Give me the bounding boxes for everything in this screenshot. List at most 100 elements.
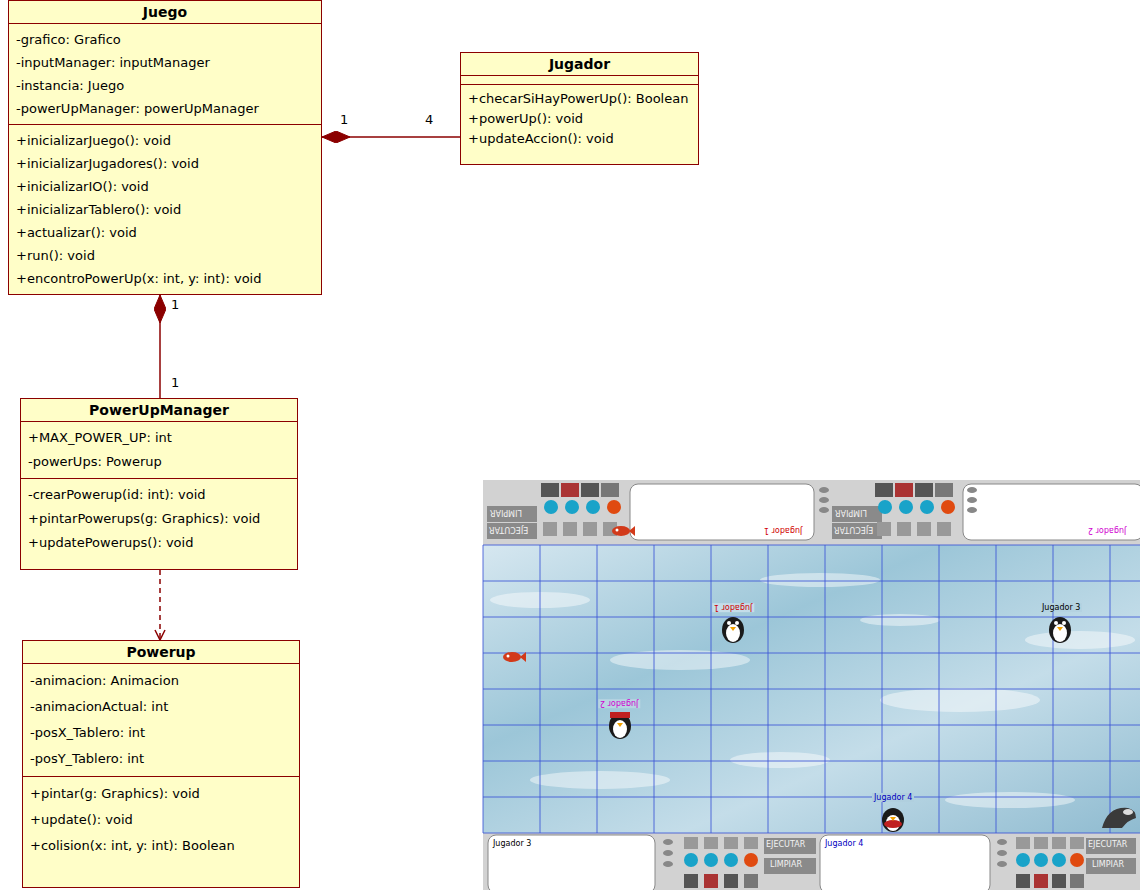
sea-waves <box>490 573 1135 808</box>
member-compartment: +checarSiHayPowerUp(): Boolean+powerUp()… <box>461 85 698 164</box>
player-panel <box>1070 853 1084 867</box>
player-panel <box>878 500 892 514</box>
button-label: LIMPIAR <box>770 860 802 869</box>
player-panel <box>764 838 816 854</box>
member-text: -animacion: Animacion <box>30 668 179 694</box>
player-name: Jugador 3 <box>1040 603 1082 612</box>
player-panel <box>684 853 698 867</box>
penguin-figure <box>1057 627 1063 631</box>
player-name: Jugador 1 <box>712 603 754 612</box>
member-text: -instancia: Juego <box>16 74 124 97</box>
player-panel <box>897 522 911 536</box>
player-panel <box>1070 874 1084 888</box>
member-text: -powerUps: Powerup <box>28 450 162 474</box>
class-name: PowerUpManager <box>89 402 229 418</box>
composition-line <box>322 136 460 138</box>
member-text: +encontroPowerUp(x: int, y: int): void <box>16 267 261 290</box>
player-panel <box>586 500 600 514</box>
player-panel <box>819 507 829 513</box>
player-panel <box>915 483 933 497</box>
member-text: -animacionActual: int <box>30 694 168 720</box>
player-panel <box>487 506 537 522</box>
member-text: +update(): void <box>30 807 133 833</box>
player-panel <box>561 483 579 497</box>
multiplicity-label: 1 <box>340 113 348 128</box>
class-box: Jugador +checarSiHayPowerUp(): Boolean+po… <box>460 52 699 165</box>
member-text: +actualizar(): void <box>16 221 137 244</box>
class-name: Juego <box>143 4 187 20</box>
penguin-figure <box>609 713 631 739</box>
player-panel <box>1086 838 1136 854</box>
member-text: -powerUpManager: powerUpManager <box>16 97 259 120</box>
penguin-figure <box>1049 617 1071 643</box>
class-name-compartment: Jugador <box>461 53 698 76</box>
button-label: EJECUTAR <box>834 525 873 534</box>
player-name: Jugador 3 <box>493 839 531 848</box>
player-panel <box>581 483 599 497</box>
member-compartment: +inicializarJuego(): void+inicializarJug… <box>9 125 321 294</box>
player-panel <box>895 483 913 497</box>
player-name: Jugador 1 <box>764 526 802 535</box>
powerup-fish <box>520 652 526 662</box>
player-panel <box>1016 837 1030 849</box>
penguin-figure <box>735 621 739 625</box>
penguin-figure <box>1053 624 1067 642</box>
member-compartment: -animacion: Animacion-animacionActual: i… <box>23 664 299 777</box>
sea-waves <box>1025 631 1135 649</box>
member-text: -grafico: Grafico <box>16 28 121 51</box>
penguin-figure <box>613 720 627 738</box>
member-text: +inicializarJugadores(): void <box>16 152 199 175</box>
powerup-fish <box>612 526 630 536</box>
player-panel <box>563 522 577 536</box>
player-panel <box>1034 837 1048 849</box>
player-panel <box>541 483 559 497</box>
player-panel <box>997 861 1007 867</box>
player-panel <box>684 837 698 849</box>
player-panel <box>543 522 557 536</box>
penguin-figure <box>1054 621 1058 625</box>
button-label: LIMPIAR <box>1092 860 1124 869</box>
button-label: EJECUTAR <box>489 525 528 534</box>
player-panel <box>963 484 1140 540</box>
member-compartment: -crearPowerup(id: int): void+pintarPower… <box>21 479 297 569</box>
member-compartment: +MAX_POWER_UP: int-powerUps: Powerup <box>21 422 297 479</box>
member-text: +pintar(g: Graphics): void <box>30 781 200 807</box>
player-panel <box>663 861 673 867</box>
player-panel <box>820 835 1136 890</box>
player-panel <box>704 874 718 888</box>
player-panel <box>488 835 816 890</box>
powerup-fish <box>507 655 510 658</box>
penguin-figure <box>884 820 902 828</box>
sea-waves <box>945 792 1075 808</box>
member-text: +checarSiHayPowerUp(): Boolean <box>468 89 688 109</box>
player-panel <box>997 839 1007 845</box>
member-text: +run(): void <box>16 244 95 267</box>
player-panel <box>917 522 931 536</box>
member-text: +updatePowerups(): void <box>28 531 193 555</box>
player-panel <box>1016 853 1030 867</box>
player-panel <box>832 506 882 522</box>
seal-figure <box>1123 809 1133 815</box>
player-panel <box>724 853 738 867</box>
player-panel <box>1034 874 1048 888</box>
player-panel <box>583 522 597 536</box>
player-panel <box>488 835 655 890</box>
player-panel <box>663 839 673 845</box>
player-panel <box>1052 837 1066 849</box>
powerup-fish <box>612 526 635 536</box>
penguin-figure <box>617 723 623 727</box>
member-text: +colision(x: int, y: int): Boolean <box>30 833 235 859</box>
member-compartment: -grafico: Grafico-inputManager: inputMan… <box>9 24 321 125</box>
player-name: Jugador 4 <box>825 839 863 848</box>
player-panel <box>819 487 829 493</box>
player-panel <box>601 483 619 497</box>
sea-waves <box>730 752 830 768</box>
penguin-figure <box>726 624 740 642</box>
player-panel <box>819 497 829 503</box>
class-box: Juego -grafico: Grafico-inputManager: inp… <box>8 0 322 295</box>
powerup-fish <box>616 529 619 532</box>
member-text: +pintarPowerups(g: Graphics): void <box>28 507 260 531</box>
player-panel <box>877 522 891 536</box>
board-grid <box>483 545 1140 833</box>
